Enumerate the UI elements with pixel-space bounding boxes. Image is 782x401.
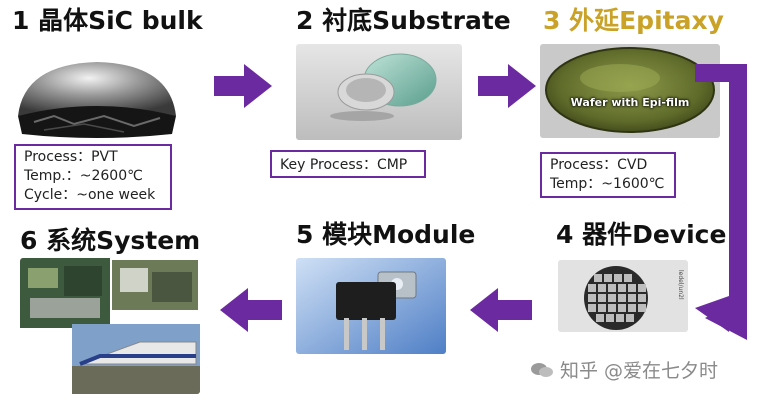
chat-bubble-icon	[531, 362, 553, 377]
substrate-wafer-image	[296, 44, 462, 140]
arrow-2-to-3	[478, 64, 536, 108]
step3-title: 3 外延Epitaxy	[543, 6, 724, 35]
step3-process: Process：CVD	[550, 157, 648, 173]
system-image	[20, 258, 200, 394]
arrow-3-to-4	[695, 64, 747, 340]
step1-title: 1 晶体SiC bulk	[12, 6, 203, 35]
step3-temp: Temp：~1600℃	[550, 176, 665, 192]
arrow-1-to-2	[214, 64, 272, 108]
arrow-5-to-6	[220, 288, 282, 332]
step2-info-box: Key Process：CMP	[270, 150, 426, 178]
step1-info-box: Process：PVT Temp.：~2600℃ Cycle：~one week	[14, 144, 172, 210]
watermark: 知乎 @爱在七夕时	[530, 356, 718, 383]
step1-temp: Temp.：~2600℃	[24, 168, 143, 184]
step1-cycle: Cycle：~one week	[24, 187, 156, 203]
epi-wafer-caption: Wafer with Epi-film	[570, 96, 690, 109]
device-image-side-text: ledel/un2l	[677, 270, 684, 300]
step3-info-box: Process：CVD Temp：~1600℃	[540, 152, 676, 198]
device-wafer-image: ledel/un2l	[558, 260, 688, 332]
step6-title: 6 系统System	[20, 226, 201, 255]
step2-title: 2 衬底Substrate	[296, 6, 511, 35]
epi-wafer-image	[540, 44, 720, 138]
step1-process: Process：PVT	[24, 149, 118, 165]
module-image	[296, 258, 446, 354]
arrow-4-to-5	[470, 288, 532, 332]
step2-key-process: Key Process：CMP	[280, 157, 408, 173]
sic-boule-image	[14, 46, 180, 142]
watermark-text: 知乎 @爱在七夕时	[560, 360, 719, 382]
step4-title: 4 器件Device	[556, 220, 727, 249]
step5-title: 5 模块Module	[296, 220, 476, 249]
